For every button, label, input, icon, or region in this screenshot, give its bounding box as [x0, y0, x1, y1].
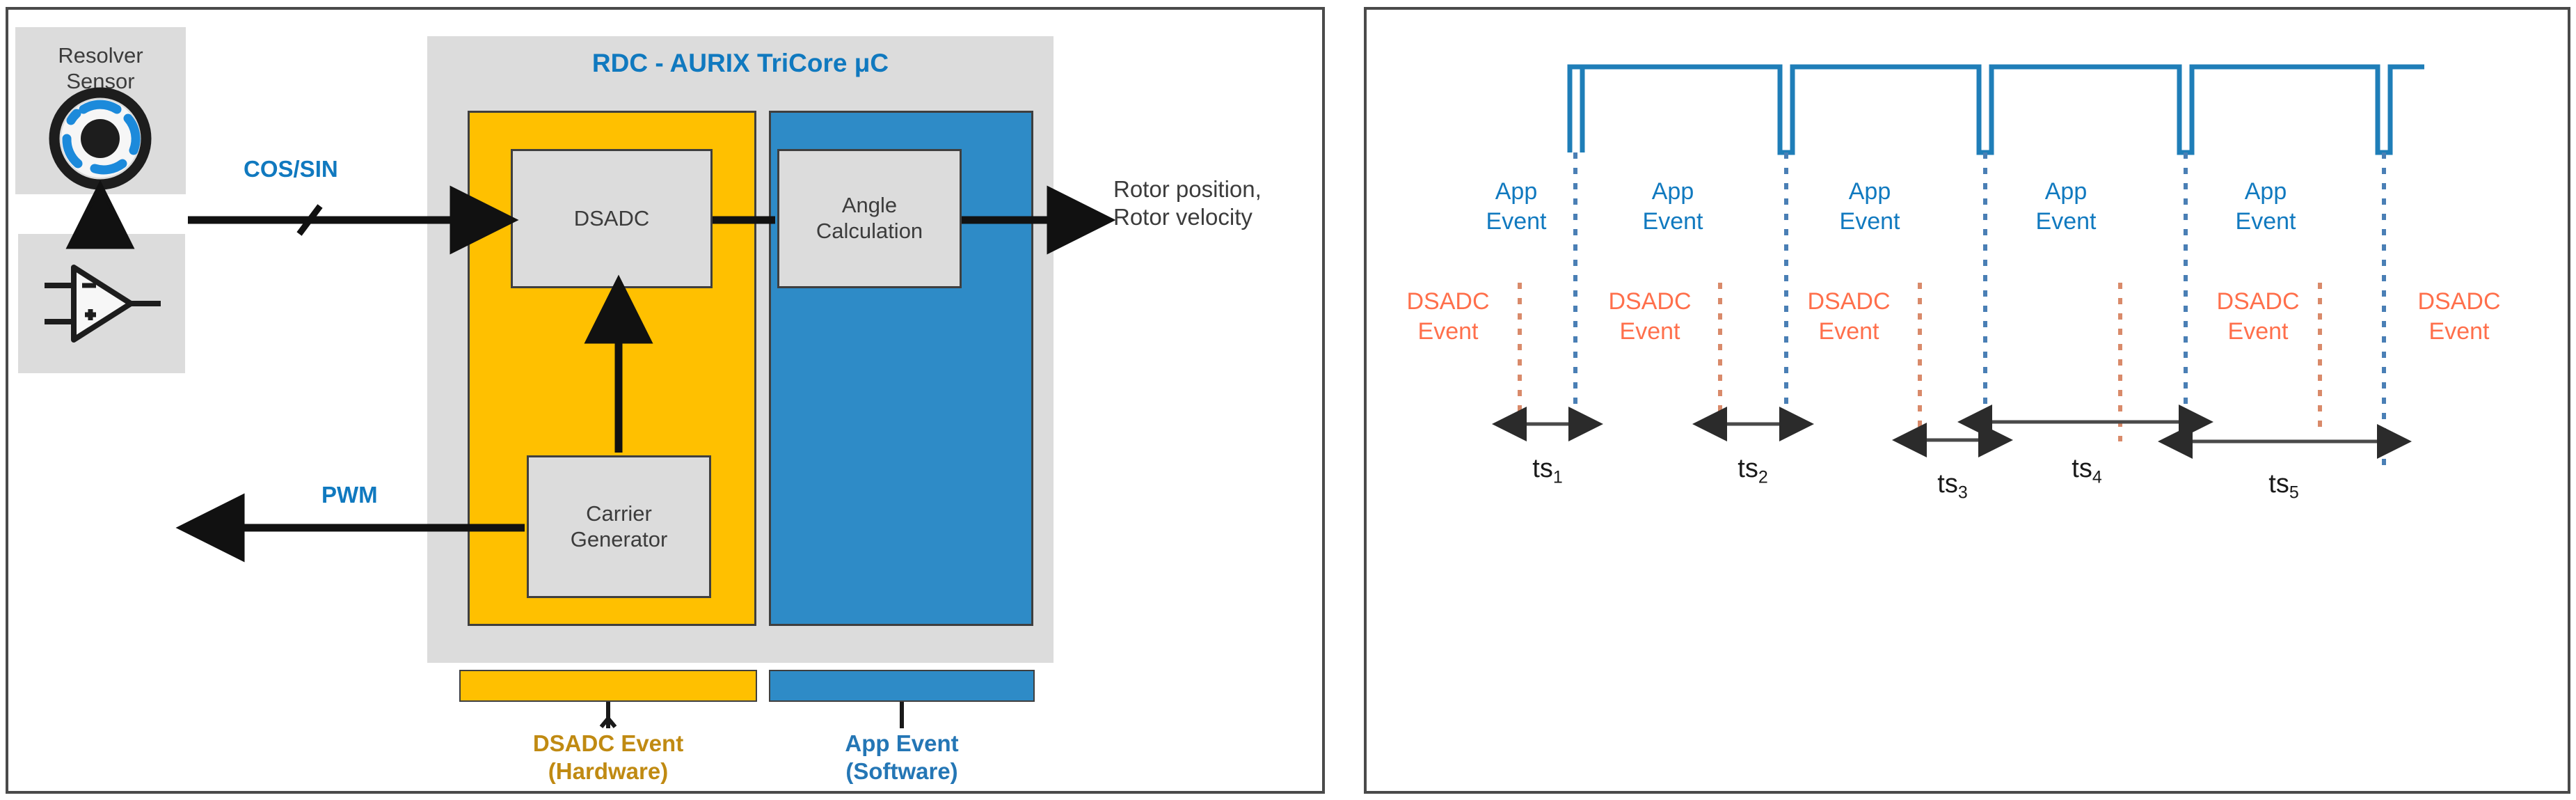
timing-diagram-panel: App Event App Event App Event App Event … — [1364, 7, 2570, 794]
legend-dsadc-title: DSADC Event — [532, 730, 684, 756]
app-event-label: App Event — [2035, 178, 2097, 235]
carrier-generator-label-line2: Generator — [570, 526, 668, 551]
amplifier-box — [18, 234, 185, 373]
rdc-container-title: RDC - AURIX TriCore μC — [591, 49, 889, 77]
dsadc-event-label: DSADC Event — [2417, 288, 2501, 345]
resolver-sensor-label: Resolver Sensor — [58, 43, 143, 93]
timing-waveform — [1492, 64, 2424, 469]
dsadc-block: DSADC — [511, 149, 713, 288]
legend-caption-dsadc: DSADC Event (Hardware) — [459, 730, 757, 786]
legend-dsadc-subtitle: (Hardware) — [548, 758, 669, 785]
legend-bar-app — [769, 670, 1035, 702]
angle-calculation-block: Angle Calculation — [777, 149, 962, 288]
dsadc-event-label: DSADC Event — [1608, 288, 1692, 345]
legend-caption-app: App Event (Software) — [769, 730, 1035, 786]
carrier-generator-block: Carrier Generator — [527, 455, 711, 598]
dsadc-block-label: DSADC — [573, 205, 650, 230]
ts-label-5: ts5 — [2268, 469, 2299, 503]
ts-label-1: ts1 — [1532, 454, 1563, 487]
angle-calculation-label-line1: Angle — [841, 193, 898, 218]
legend-app-subtitle: (Software) — [845, 758, 958, 785]
block-diagram-panel: Resolver Sensor — [6, 7, 1325, 794]
app-event-label: App Event — [1839, 178, 1900, 235]
ts-label-2: ts2 — [1738, 454, 1768, 487]
legend-bar-dsadc — [459, 670, 757, 702]
output-signal-label: Rotor position, Rotor velocity — [1113, 176, 1262, 230]
ts-label-3: ts3 — [1937, 469, 1968, 503]
angle-calculation-label-line2: Calculation — [816, 219, 923, 243]
app-event-label: App Event — [1642, 178, 1703, 235]
dsadc-event-label: DSADC Event — [1807, 288, 1891, 345]
carrier-generator-label-line1: Carrier — [586, 501, 652, 526]
app-event-label: App Event — [1486, 178, 1547, 235]
dsadc-event-label: DSADC Event — [2216, 288, 2300, 345]
pwm-label: PWM — [321, 482, 378, 508]
cos-sin-label: COS/SIN — [244, 156, 338, 182]
dsadc-event-label: DSADC Event — [1406, 288, 1490, 345]
legend-app-title: App Event — [845, 730, 959, 756]
app-event-label: App Event — [2235, 178, 2296, 235]
ts-label-4: ts4 — [2072, 454, 2102, 487]
